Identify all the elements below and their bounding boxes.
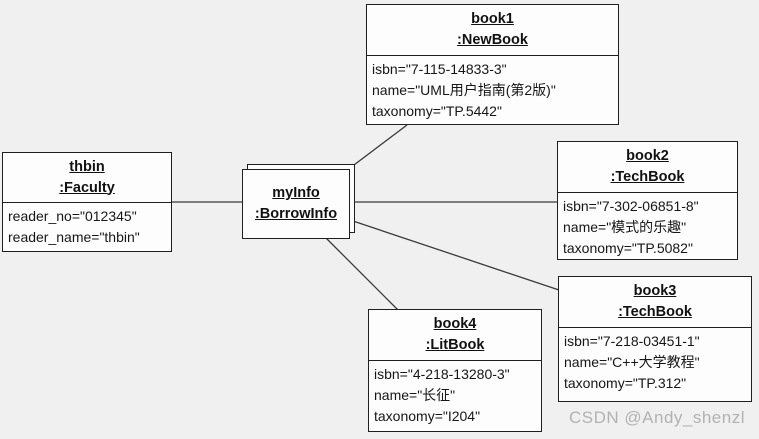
- object-book3: book3 :TechBook isbn="7-218-03451-1" nam…: [558, 276, 752, 402]
- object-book2-title: book2 :TechBook: [558, 142, 737, 193]
- object-class: :LitBook: [425, 337, 485, 353]
- object-book3-attributes: isbn="7-218-03451-1" name="C++大学教程" taxo…: [559, 328, 751, 401]
- object-class: :Faculty: [59, 179, 115, 196]
- object-name: book1: [471, 11, 514, 27]
- link-myinfo-book4: [325, 237, 399, 311]
- csdn-watermark: CSDN @Andy_shenzl: [569, 408, 745, 427]
- object-name: myInfo: [272, 185, 320, 201]
- object-book2: book2 :TechBook isbn="7-302-06851-8" nam…: [557, 141, 738, 260]
- attribute-line: isbn="7-302-06851-8": [563, 198, 699, 214]
- object-book4: book4 :LitBook isbn="4-218-13280-3" name…: [368, 309, 542, 432]
- attribute-line: name="模式的乐趣": [563, 219, 687, 235]
- link-myinfo-book1: [349, 124, 408, 169]
- object-book3-title: book3 :TechBook: [559, 277, 751, 328]
- attribute-line: isbn="7-115-14833-3": [372, 61, 507, 77]
- attribute-line: isbn="4-218-13280-3": [374, 366, 510, 382]
- attribute-line: name="长征": [374, 387, 456, 403]
- object-thbin-attributes: reader_no="012345" reader_name="thbin": [3, 203, 171, 251]
- attribute-line: reader_name="thbin": [8, 229, 140, 245]
- object-thbin-title: thbin :Faculty: [3, 153, 171, 203]
- object-book4-attributes: isbn="4-218-13280-3" name="长征" taxonomy=…: [369, 361, 541, 431]
- attribute-line: name="C++大学教程": [564, 354, 700, 370]
- link-myinfo-book3: [349, 219, 560, 291]
- object-book1-attributes: isbn="7-115-14833-3" name="UML用户指南(第2版)"…: [367, 56, 618, 124]
- attribute-line: reader_no="012345": [8, 208, 137, 224]
- object-name: book2: [626, 148, 669, 164]
- object-book4-title: book4 :LitBook: [369, 310, 541, 361]
- object-name: book3: [633, 283, 677, 299]
- object-book2-attributes: isbn="7-302-06851-8" name="模式的乐趣" taxono…: [558, 193, 737, 259]
- object-name: thbin: [69, 158, 105, 175]
- object-name: book4: [433, 316, 477, 332]
- attribute-line: taxonomy="I204": [374, 408, 481, 424]
- object-book1-title: book1 :NewBook: [367, 5, 618, 56]
- multiobject-front-card: myInfo :BorrowInfo: [242, 169, 350, 239]
- object-class: :BorrowInfo: [254, 206, 338, 222]
- attribute-line: taxonomy="TP.5082": [563, 240, 693, 256]
- object-class: :TechBook: [618, 304, 692, 320]
- attribute-line: name="UML用户指南(第2版)": [372, 82, 556, 98]
- object-class: :TechBook: [610, 169, 685, 185]
- attribute-line: taxonomy="TP.5442": [372, 103, 502, 119]
- object-thbin: thbin :Faculty reader_no="012345" reader…: [2, 152, 172, 252]
- attribute-line: taxonomy="TP.312": [564, 375, 687, 391]
- attribute-line: isbn="7-218-03451-1": [564, 333, 700, 349]
- object-book1: book1 :NewBook isbn="7-115-14833-3" name…: [366, 4, 619, 125]
- object-class: :NewBook: [457, 32, 528, 48]
